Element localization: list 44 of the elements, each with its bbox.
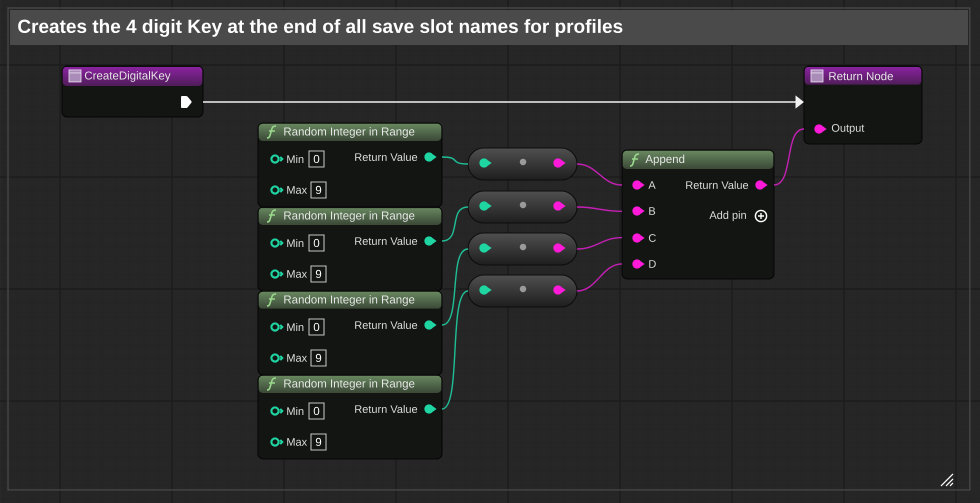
- pin-label: Return Value: [355, 236, 418, 246]
- wire: [576, 263, 622, 292]
- value-box: 0: [308, 150, 325, 168]
- node-header: Random Integer in Range: [284, 295, 414, 306]
- node-header: Append: [645, 154, 684, 166]
- pin-label: Min: [287, 155, 304, 163]
- node-header: Return Node: [829, 72, 893, 80]
- value-box: 0: [308, 402, 325, 420]
- wire: [442, 248, 468, 326]
- wire: [576, 236, 622, 250]
- value-box: 9: [310, 265, 327, 283]
- pin-label: Max: [287, 186, 307, 194]
- pin-label: Return Value: [355, 320, 418, 330]
- value-box: 9: [310, 433, 327, 451]
- node-header: Random Integer in Range: [284, 379, 414, 390]
- node-header: CreateDigitalKey: [84, 71, 171, 82]
- node-header: Random Integer in Range: [284, 211, 414, 222]
- pin-label: Return Value: [686, 180, 748, 190]
- value-box: 0: [308, 318, 325, 336]
- pin-label: Min: [287, 323, 304, 331]
- comment-header: Creates the 4 digit Key at the end of all save slot names for profiles: [10, 10, 968, 45]
- pin-label: D: [649, 260, 656, 268]
- pin-label: B: [649, 207, 656, 215]
- value-box: 0: [308, 234, 325, 252]
- wire: [442, 290, 468, 410]
- wire: [576, 163, 622, 186]
- wire: [442, 206, 468, 242]
- wire: [576, 206, 622, 212]
- pin-label: Max: [287, 438, 307, 446]
- pin-label: Min: [287, 239, 304, 247]
- wire: [774, 128, 804, 186]
- pin-label: Output: [832, 124, 864, 134]
- pin-label: Return Value: [355, 404, 418, 414]
- pin-label: Max: [287, 354, 307, 362]
- pin-label: Max: [287, 270, 307, 278]
- wire: [442, 156, 468, 165]
- pin-label: Min: [287, 407, 304, 415]
- value-box: 9: [310, 181, 327, 199]
- pin-label: C: [648, 234, 656, 242]
- pin-label: A: [648, 181, 656, 189]
- pin-label: Return Value: [355, 152, 418, 162]
- value-box: 9: [310, 349, 327, 367]
- pin-label: Add pin: [709, 210, 746, 222]
- node-header: Random Integer in Range: [284, 127, 414, 138]
